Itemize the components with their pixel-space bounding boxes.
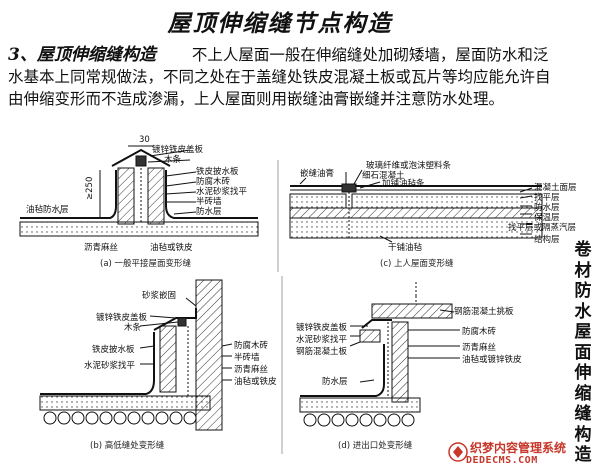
section-heading: 3、屋顶伸缩缝构造 bbox=[8, 45, 156, 65]
diagram-b-label: 木条 bbox=[124, 322, 142, 333]
side-vertical-title: 卷材防水屋面伸缩缝构造 bbox=[574, 240, 592, 465]
diagram-d-label: 沥青麻丝 bbox=[462, 342, 497, 353]
diagram-c-label: 干铺油毡 bbox=[388, 242, 423, 253]
diagram-b-label: 铁皮披水板 bbox=[92, 344, 135, 355]
watermark-url: DEDECMS.COM bbox=[466, 455, 538, 466]
diagram-d bbox=[299, 280, 460, 427]
diagram-b-caption: (b) 高低缝处变形缝 bbox=[90, 440, 165, 451]
diagram-b-label: 半砖墙 bbox=[234, 352, 260, 363]
page-title: 屋顶伸缩缝节点构造 bbox=[167, 10, 393, 37]
diagram-d-label: 钢筋混凝土挑板 bbox=[454, 306, 514, 317]
diagram-a-label: 沥青麻丝 bbox=[84, 242, 119, 253]
diagram-a-label: 半砖墙 bbox=[196, 196, 222, 207]
diagram-a-caption: (a) 一般平接屋面变形缝 bbox=[100, 258, 192, 269]
diagram-a bbox=[19, 145, 259, 237]
diagram-d-label: 水泥砂浆找平 bbox=[296, 334, 348, 345]
diagram-c bbox=[289, 169, 543, 243]
diagram-c-label: 找平层或隔蒸汽层 bbox=[508, 222, 576, 233]
diagram-c-label: 保温层 bbox=[534, 212, 560, 223]
diagram-a-label: 防水层 bbox=[196, 206, 222, 217]
diagram-c-caption: (c) 上人屋面变形缝 bbox=[380, 258, 454, 269]
diagram-a-dim-250: ≥250 bbox=[85, 177, 95, 200]
diagram-b-label: 防腐木砖 bbox=[234, 340, 269, 351]
diagram-b-label: 镀锌铁皮盖板 bbox=[96, 312, 148, 323]
diagram-c-label: 防水层 bbox=[534, 202, 560, 213]
diagram-c-label: 玻璃纤维或泡沫塑料条 bbox=[366, 160, 452, 171]
watermark-logo-icon bbox=[448, 442, 468, 462]
diagram-c-label: 嵌缝油膏 bbox=[300, 168, 334, 179]
diagram-a-label: 防腐木砖 bbox=[196, 176, 231, 187]
diagram-a-label: 铁皮披水板 bbox=[196, 166, 239, 177]
diagram-c-label: 找平层 bbox=[534, 192, 560, 203]
diagram-d-label: 镀锌铁皮盖板 bbox=[296, 322, 348, 333]
diagram-a-label: 木条 bbox=[164, 154, 182, 165]
diagram-d-label: 防腐木砖 bbox=[462, 326, 497, 337]
diagram-b-label: 沥青麻丝 bbox=[234, 364, 269, 375]
diagram-b-label: 油毡或铁皮 bbox=[234, 376, 277, 387]
diagram-a-label: 镀锌铁皮盖板 bbox=[152, 144, 204, 155]
watermark-text: 织梦内容管理系统 bbox=[470, 441, 567, 455]
diagram-a-label: 油毡或铁皮 bbox=[150, 242, 193, 253]
diagram-c-label: 细石混凝土 bbox=[362, 170, 405, 181]
intro-paragraph: 3、屋顶伸缩缝构造不上人屋面一般在伸缩缝处加砌矮墙，屋面防水和泛水基本上同常规做… bbox=[8, 44, 556, 110]
diagram-b-label: 水泥砂浆找平 bbox=[84, 360, 136, 371]
diagram-b-label: 砂浆嵌固 bbox=[142, 290, 176, 301]
diagram-c-label: 结构层 bbox=[534, 234, 560, 245]
diagram-d-caption: (d) 进出口处变形缝 bbox=[338, 440, 413, 451]
intro-text: 不上人屋面一般在伸缩缝处加砌矮墙，屋面防水和泛水基本上同常规做法，不同之处在于盖… bbox=[8, 46, 551, 108]
diagram-a-label: 水泥砂浆找平 bbox=[196, 186, 248, 197]
diagram-d-label: 钢筋混凝土板 bbox=[296, 346, 348, 357]
diagram-c-label: 加铺油毡条 bbox=[382, 178, 425, 189]
diagram-a-label: 油毡防水层 bbox=[26, 204, 69, 215]
diagram-d-label: 防水层 bbox=[322, 376, 348, 387]
diagram-d-label: 油毡或镀锌铁皮 bbox=[462, 354, 522, 365]
diagram-a-dim-30: 30 bbox=[139, 135, 150, 145]
diagram-b bbox=[39, 279, 233, 431]
diagram-c-label: 混凝土面层 bbox=[534, 182, 577, 193]
